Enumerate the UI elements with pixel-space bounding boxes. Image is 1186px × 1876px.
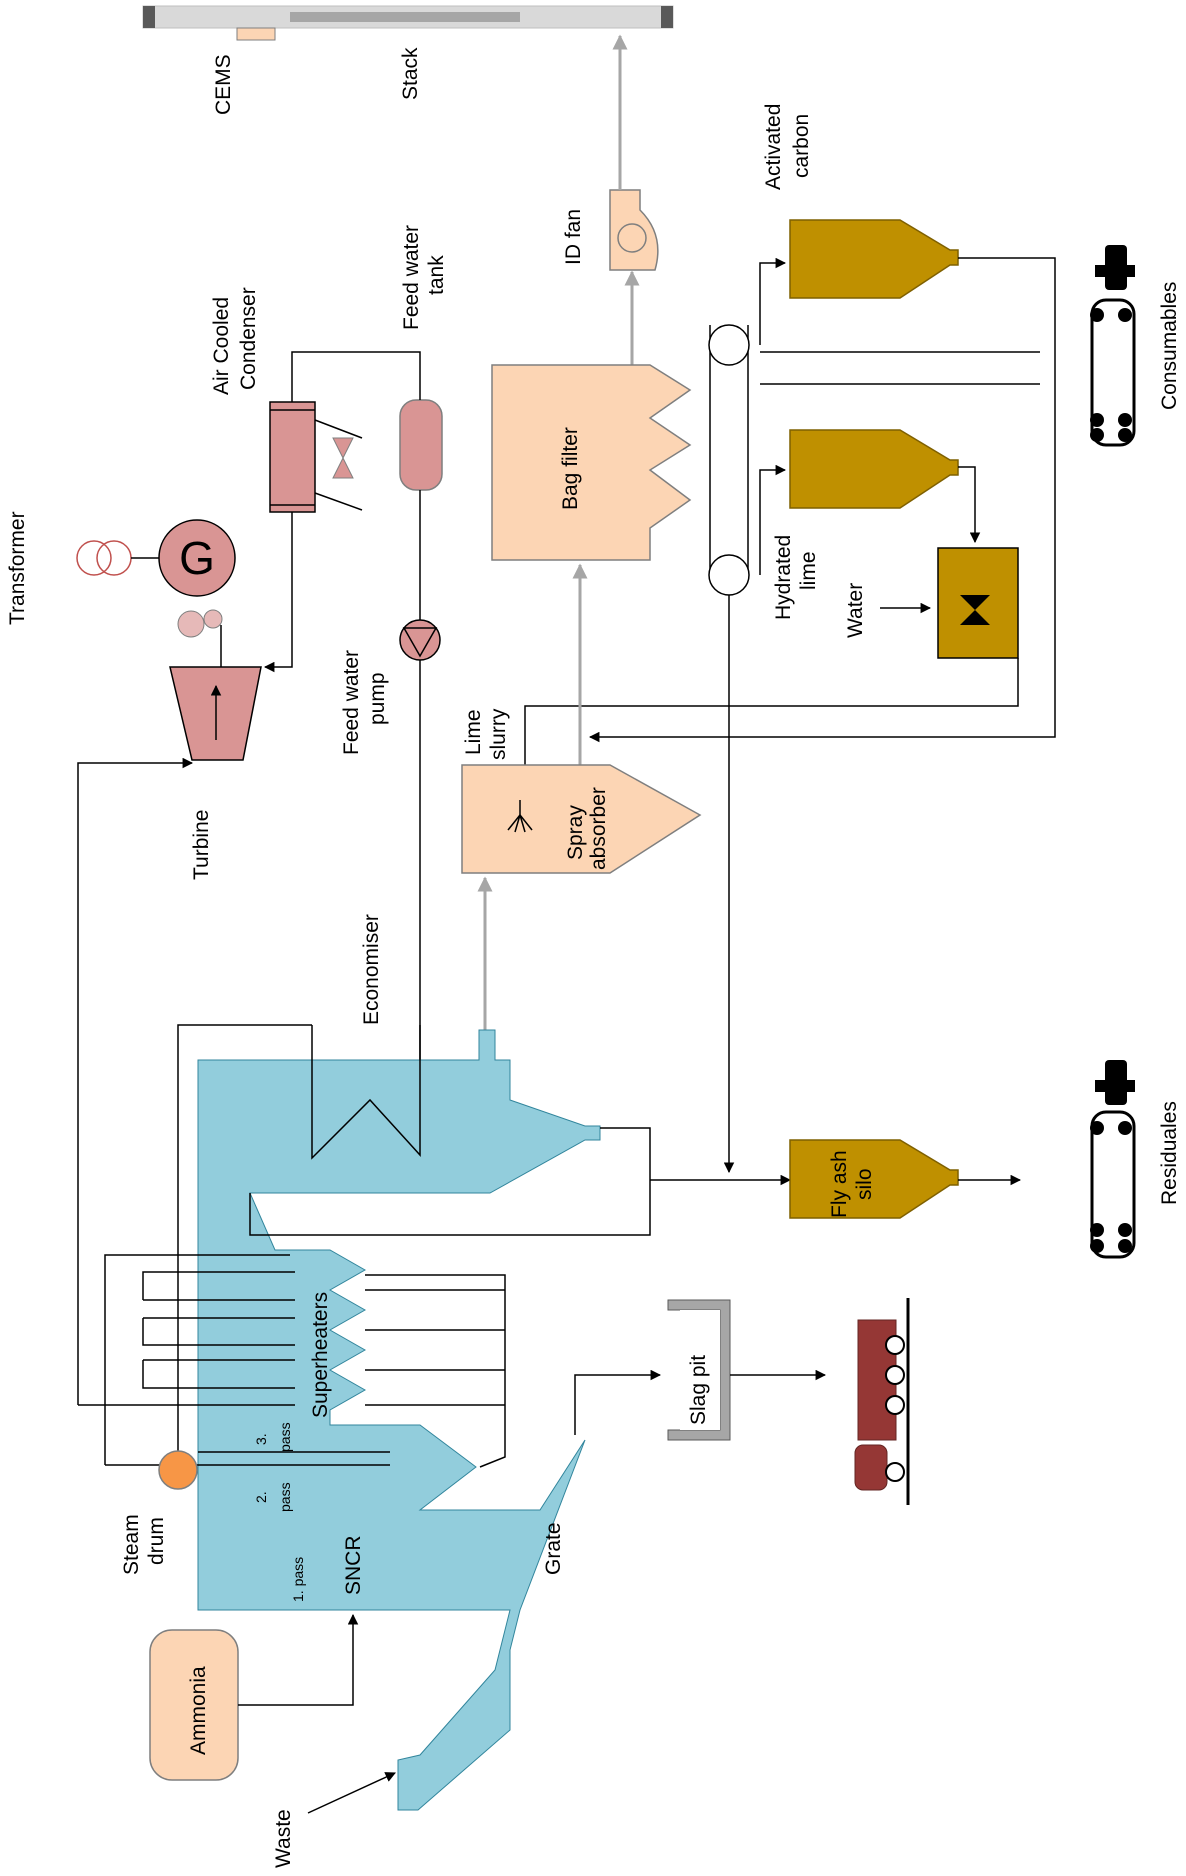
steam-drum-riser-line <box>177 1024 312 1470</box>
lime-slurry-mixer <box>937 547 1019 659</box>
steam-drum <box>158 1450 198 1490</box>
sncr-label: SNCR <box>342 1535 365 1595</box>
feed-water-tank <box>399 399 443 491</box>
pass-2-label-1: 2. <box>253 1491 269 1503</box>
id-fan <box>609 189 659 271</box>
activated-carbon-silo <box>789 219 959 299</box>
turbine-to-condenser-line <box>263 512 293 673</box>
feed-water-pump-label-2: pump <box>366 672 389 725</box>
hydrated-lime-silo <box>789 429 959 509</box>
gearbox-icon <box>177 609 223 667</box>
pass-2-label-2: pass <box>277 1482 293 1512</box>
consumables-truck-icon <box>1090 245 1136 447</box>
activated-carbon-label-2: carbon <box>790 114 813 178</box>
economiser-ash-line <box>249 1127 651 1236</box>
hydrated-lime-label-1: Hydrated <box>772 535 795 620</box>
residuales-truck-icon <box>1090 1060 1136 1259</box>
fly-ash-silo-label-1: Fly ash <box>828 1150 851 1218</box>
steam-drum-label-2: drum <box>145 1517 168 1565</box>
air-cooled-condenser <box>269 401 363 513</box>
feed-water-pump-label-1: Feed water <box>340 650 363 755</box>
id-fan-label: ID fan <box>562 209 585 265</box>
waste-label: Waste <box>272 1809 295 1868</box>
boiler <box>197 1029 601 1811</box>
generator-icon: G <box>158 519 236 597</box>
superheater-tubes <box>78 1254 390 1466</box>
superheaters-label: Superheaters <box>309 1292 332 1418</box>
lime-slurry-label-2: slurry <box>487 708 510 760</box>
generator-symbol: G <box>179 532 215 584</box>
lime-slurry-label-1: Lime <box>462 709 485 755</box>
slag-pit-label: Slag pit <box>687 1355 710 1425</box>
steam-to-turbine-line <box>77 757 194 1405</box>
economiser-label: Economiser <box>360 914 383 1025</box>
transformer-icon <box>76 540 132 576</box>
ammonia-label: Ammonia <box>187 1666 210 1755</box>
slag-pit <box>667 1299 731 1441</box>
grate-label: Grate <box>542 1522 565 1575</box>
conveyor <box>708 324 750 596</box>
hydrated-lime-label-2: lime <box>797 551 820 590</box>
turbine-label: Turbine <box>190 810 213 880</box>
stack <box>142 5 674 29</box>
ash-hopper-lines <box>365 1289 505 1406</box>
pass-1-label: 1. pass <box>290 1557 306 1602</box>
activated-carbon-label-1: Activated <box>762 104 785 190</box>
conveyor-to-lime-line <box>759 464 787 575</box>
spray-absorber-label-1: Spray <box>564 805 587 860</box>
fly-ash-silo-label-2: silo <box>853 1168 876 1200</box>
stack-label: Stack <box>399 47 422 100</box>
cems-box <box>236 27 276 41</box>
feed-water-pump <box>399 619 441 661</box>
ash-collection-line <box>365 1274 506 1468</box>
carbon-feed-line <box>588 257 1056 743</box>
economiser-coil <box>311 1025 421 1160</box>
feed-water-tank-label-2: tank <box>425 255 448 295</box>
turbine-icon <box>169 666 262 761</box>
feed-water-tank-label-1: Feed water <box>400 225 423 330</box>
lime-to-mixer-line <box>958 466 981 544</box>
consumables-label: Consumables <box>1158 282 1181 410</box>
grate-to-slag-line <box>574 1369 662 1435</box>
bag-filter-label: Bag filter <box>559 427 582 510</box>
waste-inlet-line <box>307 1772 396 1814</box>
cems-label: CEMS <box>212 54 235 115</box>
conveyor-to-carbon-line <box>759 257 787 345</box>
pass-3-label-1: 3. <box>253 1433 269 1445</box>
fly-ash-silo <box>789 1139 959 1219</box>
pass-3-label-2: pass <box>277 1422 293 1452</box>
ammonia-to-sncr-line <box>238 1613 359 1706</box>
condenser-label-1: Air Cooled <box>210 297 233 395</box>
steam-drum-label-1: Steam <box>120 1514 143 1575</box>
spray-absorber <box>461 764 702 874</box>
condenser-to-tank-line <box>291 351 421 402</box>
spray-absorber-label-2: absorber <box>587 787 610 870</box>
residuales-label: Residuales <box>1158 1101 1181 1205</box>
water-label: Water <box>844 583 867 638</box>
slag-truck-icon <box>854 1298 910 1505</box>
transformer-label: Transformer <box>6 511 29 625</box>
bag-filter <box>491 364 692 561</box>
condenser-label-2: Condenser <box>237 287 260 390</box>
